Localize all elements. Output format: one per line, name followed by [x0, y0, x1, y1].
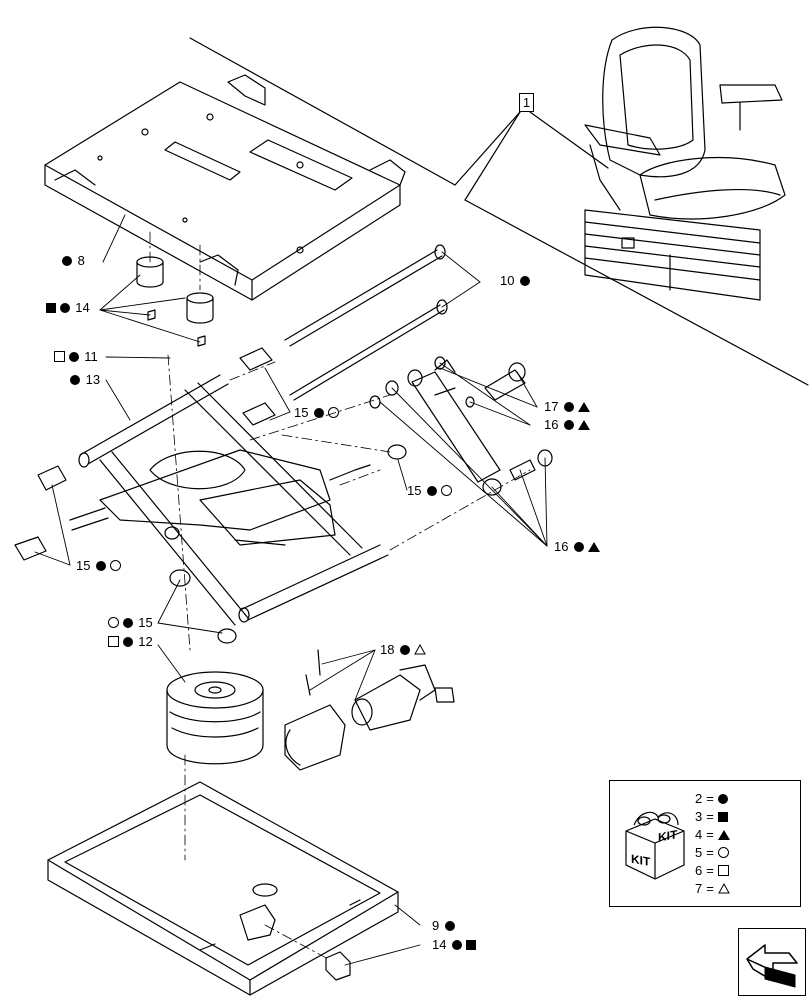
callout-number: 14 — [432, 937, 447, 952]
lower-base-plate — [47, 781, 399, 996]
open-square-icon — [717, 865, 729, 876]
callout-number: 15 — [407, 483, 422, 498]
filled-triangle-icon — [587, 542, 600, 552]
filled-circle-icon — [427, 486, 438, 496]
detail-separator-lines — [189, 37, 809, 386]
open-square-icon — [54, 351, 65, 362]
height-adjust-valve — [284, 649, 455, 771]
callout-10[interactable]: 10 — [498, 273, 531, 289]
callout-18[interactable]: 18 — [378, 642, 426, 658]
open-triangle-icon — [413, 644, 426, 655]
callout-number: 12 — [138, 634, 153, 649]
cap-nut — [325, 951, 351, 981]
filled-circle-icon — [444, 921, 455, 931]
filled-triangle-icon — [717, 830, 730, 840]
open-circle-icon — [717, 847, 729, 858]
kit-badge-left: KIT — [631, 852, 651, 869]
callout-number: 16 — [554, 539, 569, 554]
kit-badge-right: KIT — [658, 827, 678, 844]
filled-circle-icon — [564, 402, 575, 412]
callout-15-lower[interactable]: 15 — [108, 615, 155, 631]
callout-9[interactable]: 9 — [430, 918, 455, 934]
upper-seat-plate — [44, 74, 406, 301]
callout-number: 10 — [500, 273, 515, 288]
callout-8[interactable]: 8 — [62, 253, 87, 269]
filled-circle-icon — [520, 276, 531, 286]
filled-circle-icon — [574, 542, 585, 552]
complete-seat-assembly — [584, 26, 786, 301]
open-circle-icon — [108, 617, 119, 628]
callout-number: 15 — [294, 405, 309, 420]
filled-square-icon — [465, 940, 476, 950]
callout-leader-lines — [34, 214, 548, 966]
open-triangle-icon — [717, 883, 730, 894]
filled-circle-icon — [59, 303, 70, 313]
legend-row-6: 6= — [695, 863, 729, 879]
bushings — [14, 347, 407, 644]
filled-square-icon — [717, 812, 728, 822]
filled-circle-icon — [314, 408, 325, 418]
open-circle-icon — [440, 485, 452, 496]
callout-number: 9 — [432, 918, 440, 933]
callout-15-left[interactable]: 15 — [74, 558, 121, 574]
callout-14-bottom[interactable]: 14 — [430, 937, 476, 953]
filled-circle-icon — [62, 256, 72, 266]
legend-row-3: 3= — [695, 809, 728, 825]
kit-box-icon: KIT KIT — [625, 811, 685, 880]
callout-number: 11 — [84, 349, 98, 364]
long-shafts — [284, 244, 448, 401]
rubber-damper-parts — [136, 256, 214, 347]
callout-11[interactable]: 11 — [54, 349, 100, 365]
callout-1-number: 1 — [522, 95, 531, 110]
callout-17[interactable]: 17 — [542, 399, 590, 415]
callout-number: 13 — [85, 372, 101, 387]
open-square-icon — [108, 636, 119, 647]
filled-circle-icon — [717, 794, 728, 804]
callout-number: 18 — [380, 642, 395, 657]
open-circle-icon — [109, 560, 121, 571]
callout-14-top[interactable]: 14 — [46, 300, 92, 316]
callout-1-box: 1 — [519, 93, 534, 112]
filled-circle-icon — [122, 618, 133, 628]
legend-row-7: 7= — [695, 881, 730, 897]
filled-circle-icon — [70, 375, 80, 385]
kit-legend: KIT KIT 2= 3= 4= 5= 6= 7= — [609, 780, 801, 907]
callout-16-top[interactable]: 16 — [542, 417, 590, 433]
filled-circle-icon — [122, 637, 133, 647]
callout-number: 15 — [76, 558, 91, 573]
legend-row-2: 2= — [695, 791, 728, 807]
legend-row-4: 4= — [695, 827, 730, 843]
filled-triangle-icon — [577, 402, 590, 412]
filled-circle-icon — [68, 352, 79, 362]
filled-circle-icon — [96, 561, 107, 571]
filled-circle-icon — [564, 420, 575, 430]
arrow-back-icon — [746, 944, 798, 988]
callout-15-top[interactable]: 15 — [292, 405, 339, 421]
filled-circle-icon — [400, 645, 411, 655]
callout-16-bottom[interactable]: 16 — [552, 539, 600, 555]
callout-number: 15 — [138, 615, 153, 630]
callout-13[interactable]: 13 — [70, 372, 102, 388]
filled-square-icon — [46, 303, 56, 313]
air-spring — [166, 671, 264, 765]
open-circle-icon — [327, 407, 339, 418]
callout-number: 14 — [75, 300, 90, 315]
callout-12[interactable]: 12 — [108, 634, 155, 650]
scissor-frame — [69, 374, 389, 626]
callout-15-middle[interactable]: 15 — [405, 483, 452, 499]
callout-number: 17 — [544, 399, 559, 414]
back-navigation-button[interactable] — [738, 928, 806, 996]
filled-circle-icon — [452, 940, 463, 950]
assembly-center-lines — [149, 231, 531, 961]
callout-number: 16 — [544, 417, 559, 432]
filled-triangle-icon — [577, 420, 590, 430]
legend-row-5: 5= — [695, 845, 729, 861]
callout-number: 8 — [77, 253, 85, 268]
